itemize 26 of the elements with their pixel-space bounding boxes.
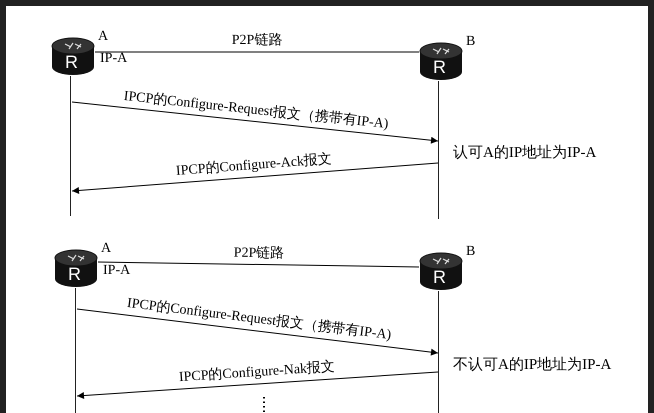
- arrow: [76, 308, 438, 356]
- edge-label: P2P链路: [233, 246, 284, 261]
- arrow: [72, 102, 438, 144]
- status-note: 不认可A的IP地址为IP-A: [453, 358, 612, 373]
- edge-label: P2P链路: [232, 34, 282, 48]
- router-label: R: [68, 265, 81, 283]
- lifeline: [75, 288, 76, 413]
- router-name: B: [466, 245, 476, 259]
- router-name: IP-A: [100, 52, 128, 66]
- edge-label: IPCP的Configure-Request报文（携带有IP-A): [123, 90, 390, 132]
- arrow: [72, 162, 438, 194]
- router-name: A: [101, 242, 112, 256]
- lifeline: [438, 81, 439, 219]
- lifeline: [438, 291, 439, 413]
- router-name: B: [466, 35, 476, 49]
- router-name: IP-A: [103, 264, 130, 278]
- router-label: R: [65, 53, 78, 71]
- router-label: R: [433, 268, 446, 286]
- router-name: A: [98, 30, 108, 44]
- arrow: [76, 372, 438, 400]
- edge-label: IPCP的Configure-Ack报文: [176, 153, 333, 179]
- edge-label: IPCP的Configure-Nak报文: [178, 360, 336, 386]
- router-label: R: [433, 58, 446, 76]
- edge-label: IPCP的Configure-Request报文（携带有IP-A): [126, 297, 392, 344]
- status-note: 认可A的IP地址为IP-A: [453, 146, 596, 161]
- lifeline: [70, 76, 71, 216]
